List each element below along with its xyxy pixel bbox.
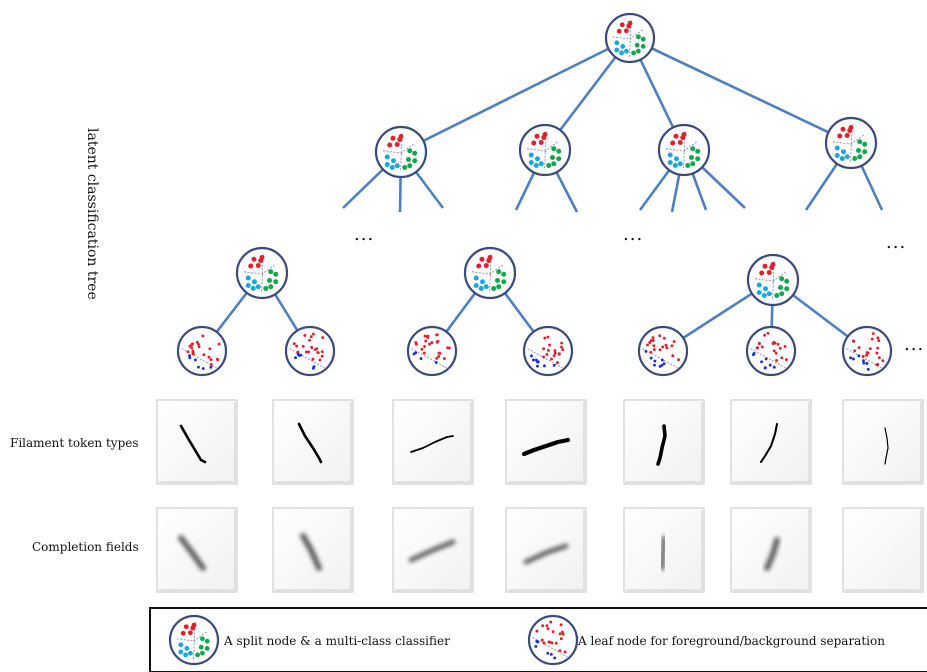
split-node-l2-1 — [463, 246, 517, 300]
legend-split-node-icon — [168, 614, 220, 666]
leaf-node-2-2 — [841, 325, 893, 377]
split-node-l2-0 — [235, 246, 289, 300]
filament-token-3 — [392, 399, 474, 485]
leaf-node-2-1 — [745, 325, 797, 377]
ellipsis-3: ... — [886, 232, 906, 253]
filament-token-4 — [505, 399, 587, 485]
filament-token-7 — [842, 399, 924, 485]
legend-box — [149, 607, 927, 672]
completion-field-1 — [156, 507, 238, 593]
legend-icons — [168, 614, 579, 666]
completion-field-3 — [392, 507, 474, 593]
tree-nodes — [176, 12, 893, 377]
filament-token-1 — [156, 399, 238, 485]
completion-field-7 — [842, 507, 924, 593]
leaf-node-2-0 — [637, 325, 689, 377]
ellipsis-4: ... — [904, 334, 924, 355]
filament-token-5 — [623, 399, 705, 485]
completion-row-label: Completion fields — [32, 540, 139, 554]
split-node-l1-3 — [824, 116, 878, 170]
leaf-node-1-0 — [406, 325, 458, 377]
split-node-l1-2 — [657, 123, 711, 177]
filament-token-row — [156, 399, 924, 485]
completion-field-5 — [623, 507, 705, 593]
filament-token-2 — [272, 399, 354, 485]
completion-field-2 — [272, 507, 354, 593]
completion-field-4 — [505, 507, 587, 593]
filament-token-6 — [730, 399, 812, 485]
split-node-root — [604, 12, 656, 64]
legend-leaf-node-label: A leaf node for foreground/background se… — [577, 634, 885, 648]
ellipsis-1: ... — [354, 224, 374, 245]
leaf-node-1-1 — [522, 325, 574, 377]
completion-field-6 — [730, 507, 812, 593]
edge-root-3 — [629, 36, 852, 145]
completion-field-row — [156, 507, 924, 593]
legend-leaf-node-icon — [527, 614, 579, 666]
split-node-l2-2 — [746, 253, 800, 307]
filament-row-label: Filament token types — [10, 436, 139, 450]
split-node-l1-0 — [374, 125, 428, 179]
edge-root-0 — [400, 36, 631, 154]
leaf-node-0-1 — [284, 325, 336, 377]
split-node-l1-1 — [518, 123, 572, 177]
ellipsis-2: ... — [623, 224, 643, 245]
leaf-node-0-0 — [176, 325, 228, 377]
tree-vertical-title: latent classification tree — [84, 128, 100, 300]
legend-split-node-label: A split node & a multi-class classifier — [223, 634, 450, 648]
